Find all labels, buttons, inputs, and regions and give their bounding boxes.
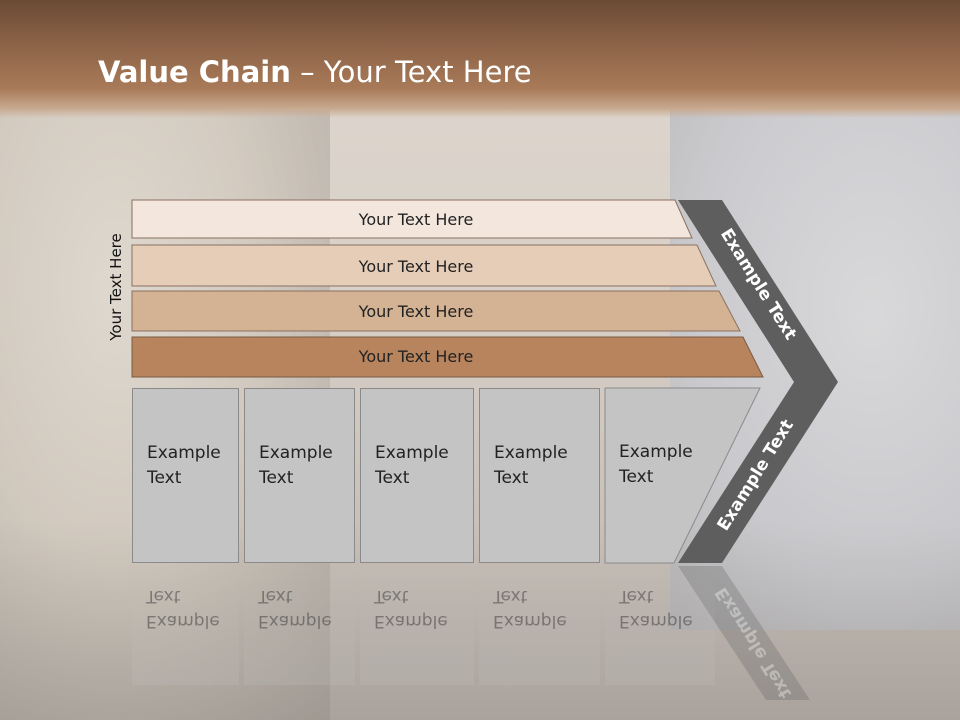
reflection-line1: Example (493, 611, 567, 631)
value-box-1[interactable]: Example Text (132, 388, 239, 563)
value-box-4-line1: Example (494, 443, 568, 463)
title-bold: Value Chain (98, 55, 291, 89)
reflection-line2: Text (374, 586, 409, 606)
row-label-1: Your Text Here (358, 210, 474, 229)
value-box-3-line2: Text (375, 468, 410, 488)
row-bar-2[interactable] (131, 244, 717, 287)
value-box-3[interactable]: Example Text (360, 388, 474, 563)
reflection-line2: Text (619, 586, 654, 606)
value-box-4-reflection: Example Text (479, 565, 600, 685)
title-rest: – Your Text Here (290, 55, 532, 89)
row-bar-3[interactable] (131, 290, 741, 332)
value-box-2[interactable]: Example Text (244, 388, 355, 563)
reflection-line1: Example (258, 611, 332, 631)
chevron-arrow[interactable] (678, 200, 838, 563)
value-box-5-reflection: Example Text (605, 565, 715, 685)
row-label-2: Your Text Here (358, 257, 474, 276)
value-box-1-reflection: Example Text (132, 565, 239, 685)
row-bar-4[interactable] (131, 336, 764, 378)
value-box-1-line1: Example (147, 443, 221, 463)
value-box-2-reflection: Example Text (244, 565, 355, 685)
reflection-line1: Example (146, 611, 220, 631)
value-box-3-line1: Example (375, 443, 449, 463)
value-box-5[interactable]: Example Text (605, 388, 715, 563)
value-box-5-line2: Text (619, 467, 654, 487)
value-box-3-reflection: Example Text (360, 565, 474, 685)
reflection-line2: Text (146, 586, 181, 606)
chevron-reflection (678, 566, 810, 700)
reflection-line2: Text (493, 586, 528, 606)
value-box-4-line2: Text (494, 468, 529, 488)
row-bar-1[interactable] (131, 199, 693, 239)
value-box-5-shape[interactable] (604, 387, 761, 564)
value-box-2-line2: Text (259, 468, 294, 488)
slide-title: Value Chain – Your Text Here (98, 55, 532, 89)
reflection-line1: Example (619, 611, 693, 631)
value-box-4[interactable]: Example Text (479, 388, 600, 563)
chevron-reflection-label: Example Text (712, 583, 796, 701)
reflection-line1: Example (374, 611, 448, 631)
value-box-1-line2: Text (147, 468, 182, 488)
row-label-3: Your Text Here (358, 302, 474, 321)
row-label-4: Your Text Here (358, 347, 474, 366)
reflection-line2: Text (258, 586, 293, 606)
value-box-5-line1: Example (619, 442, 693, 462)
title-bar (0, 0, 960, 118)
value-box-2-line1: Example (259, 443, 333, 463)
